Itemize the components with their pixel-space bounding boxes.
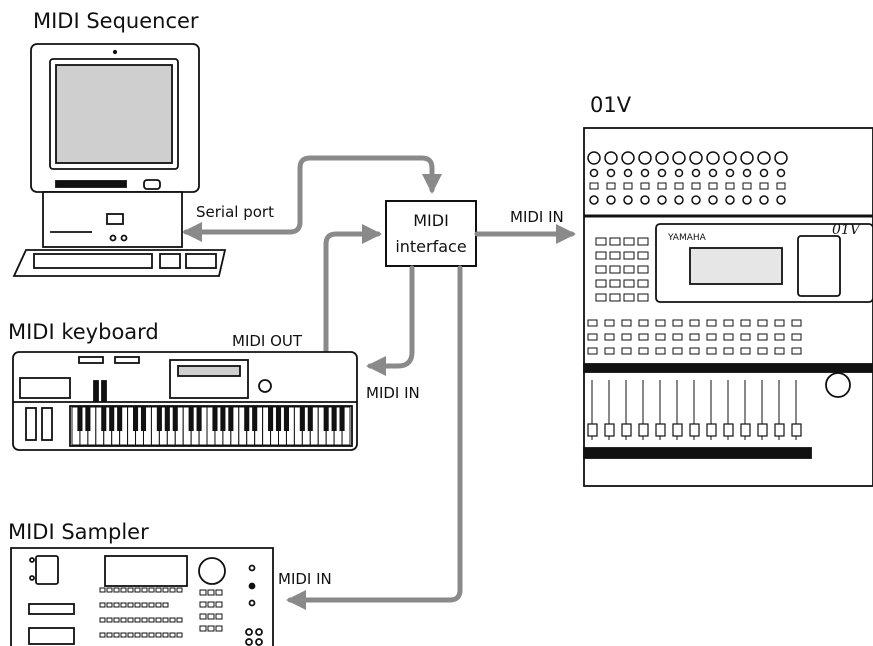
mixer-label: 01V	[590, 93, 632, 117]
mixer-model-badge: 01V	[832, 222, 862, 238]
mixer-brand: YAMAHA	[667, 233, 707, 243]
interface-line1: MIDI	[413, 211, 449, 230]
computer-illustration	[12, 43, 227, 277]
sequencer-label: MIDI Sequencer	[33, 9, 199, 33]
keyboard-label: MIDI keyboard	[8, 320, 159, 344]
mixer-controls	[587, 151, 802, 440]
sampler-label: MIDI Sampler	[8, 520, 149, 544]
interface-line2: interface	[395, 237, 466, 256]
serial-port-label: Serial port	[196, 203, 274, 221]
cable-sampler-in	[286, 265, 463, 610]
midi-in-sampler-label: MIDI IN	[278, 570, 332, 588]
serial-cable	[182, 155, 442, 242]
keyboard-keys	[71, 406, 351, 446]
cable-keyboard-in	[366, 265, 415, 376]
midi-in-keyboard-label: MIDI IN	[366, 384, 420, 402]
midi-in-mixer-label: MIDI IN	[510, 208, 564, 226]
midi-out-keyboard-label: MIDI OUT	[232, 332, 303, 350]
sampler-illustration	[10, 547, 274, 646]
cable-keyboard-out	[323, 224, 382, 355]
sampler-buttons	[99, 587, 223, 638]
midi-interface-box: MIDI interface	[385, 200, 477, 267]
